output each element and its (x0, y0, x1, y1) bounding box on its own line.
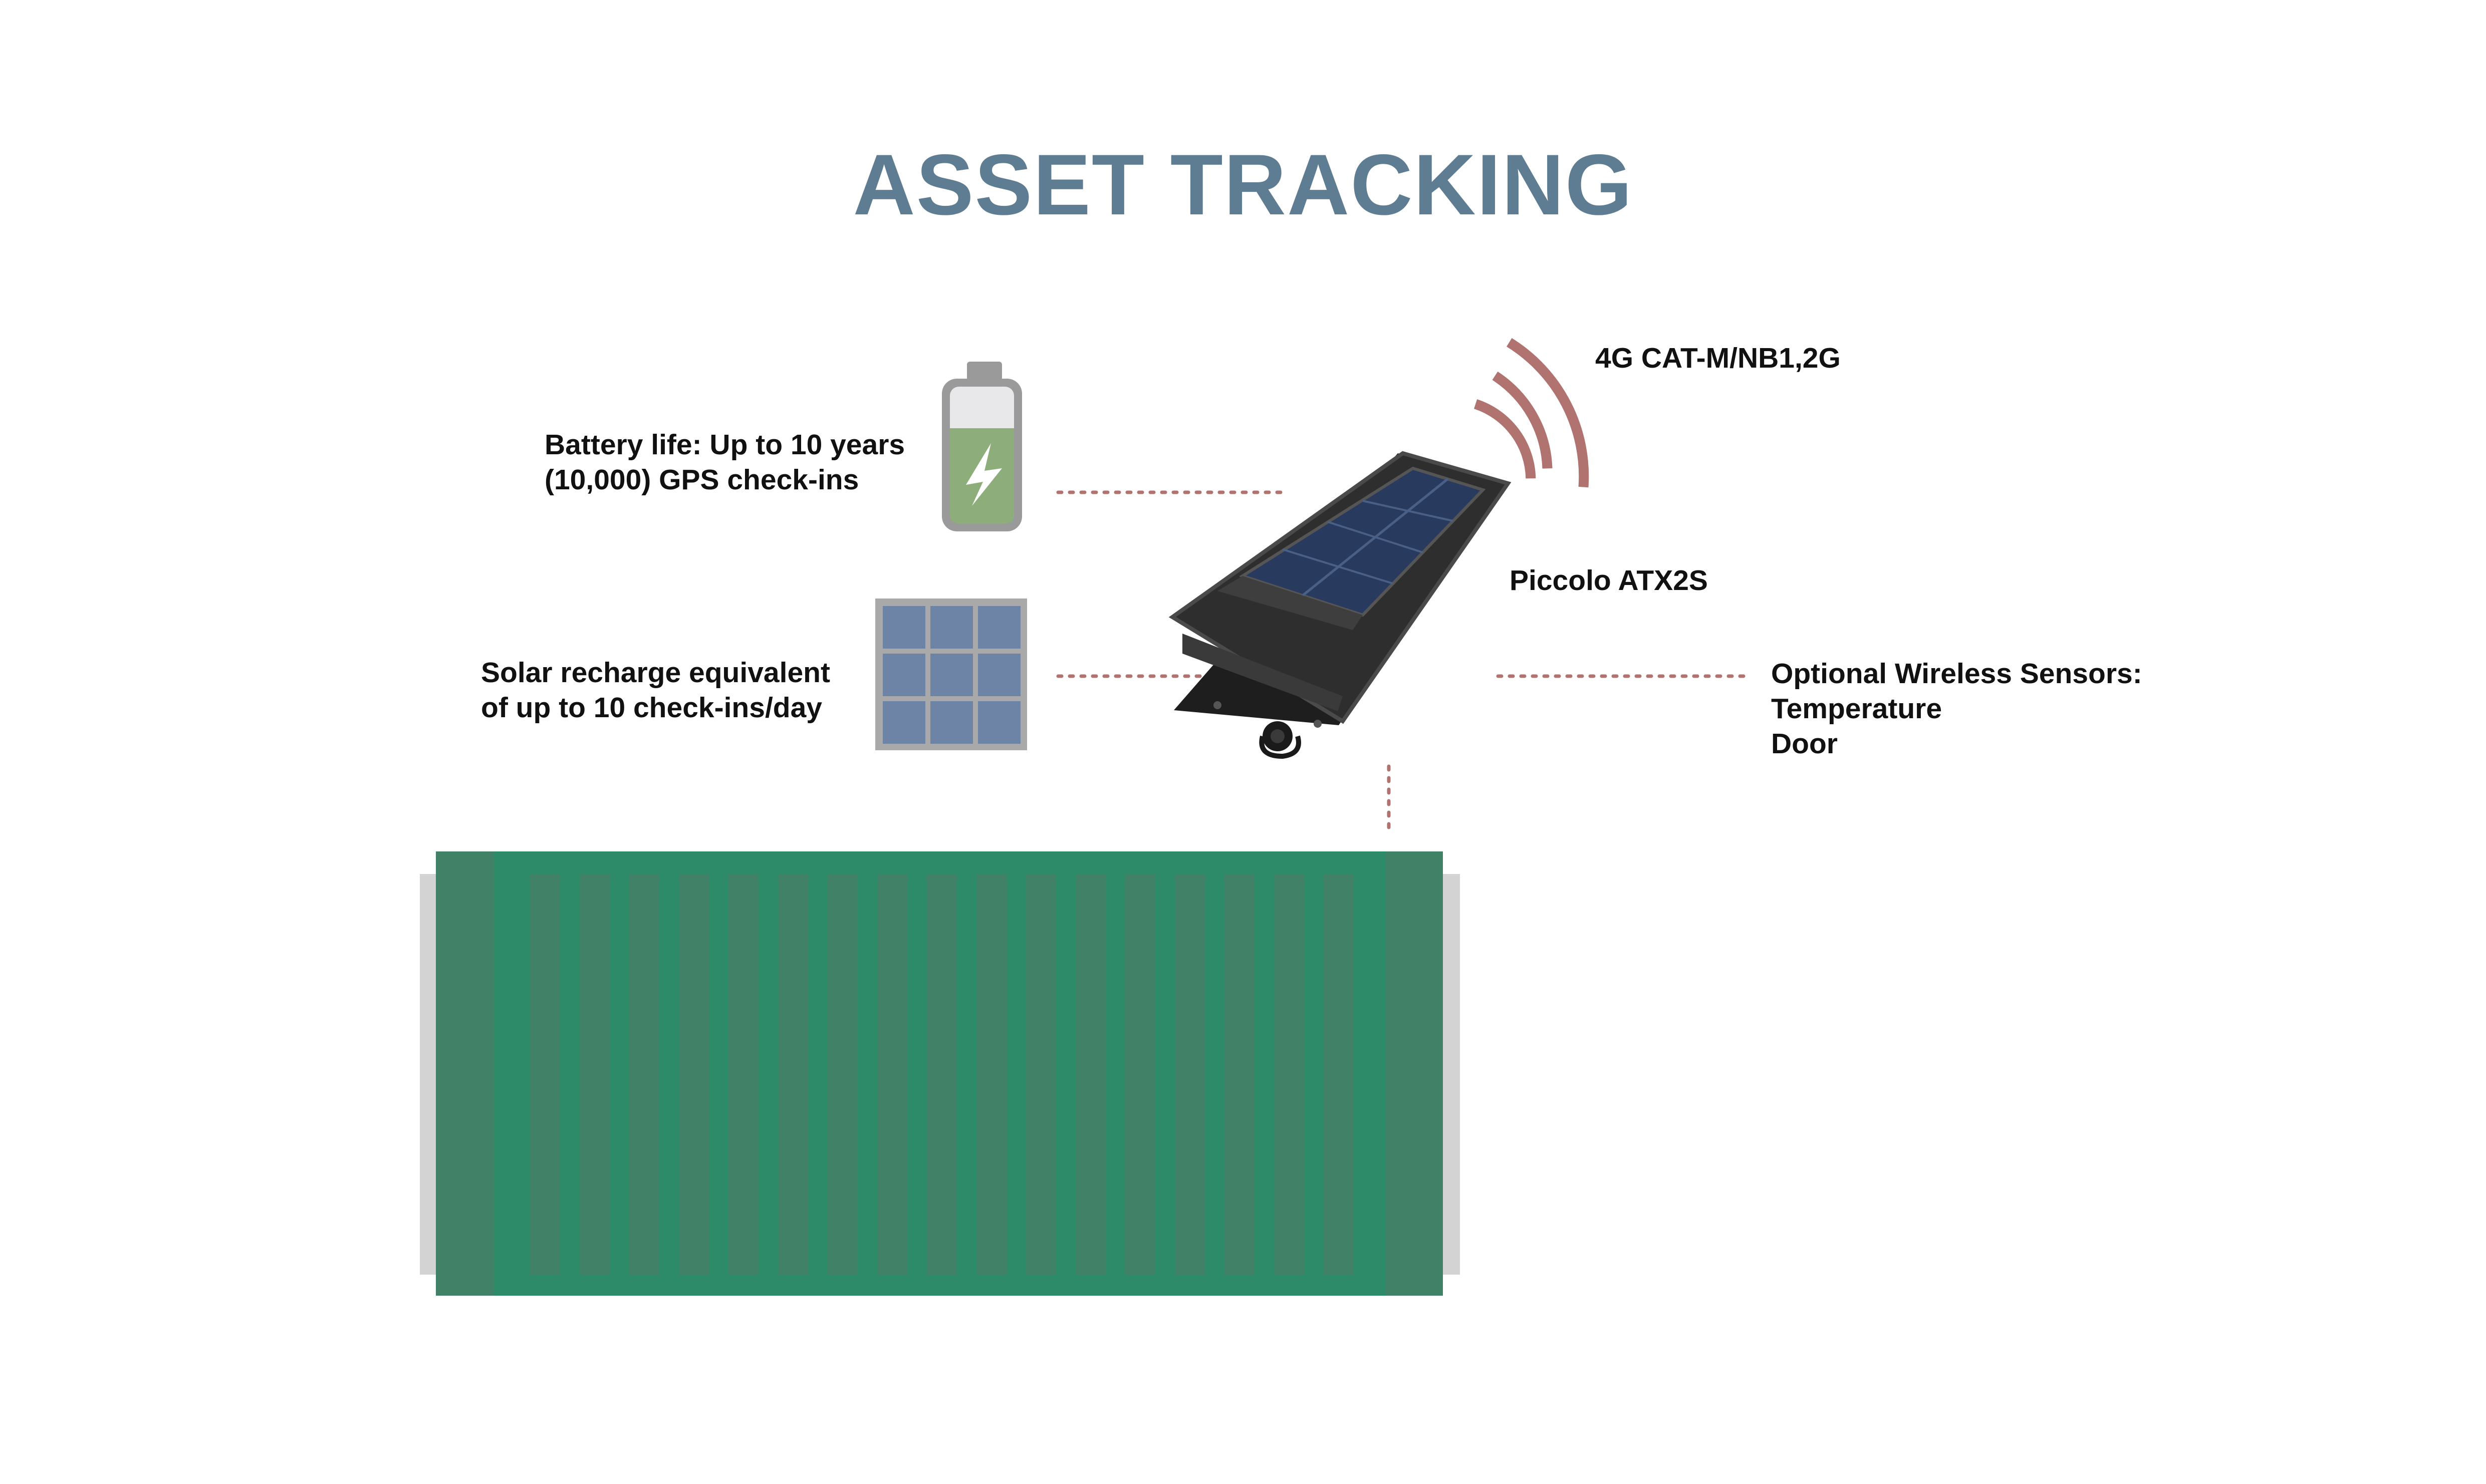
container-ridge (1026, 874, 1056, 1275)
tracker-device-icon (1168, 451, 1512, 759)
solar-cell (930, 606, 973, 649)
container-ridge (728, 874, 759, 1275)
network-label: 4G CAT-M/NB1,2G (1595, 341, 1841, 376)
solar-label: Solar recharge equivalent of up to 10 ch… (481, 655, 830, 725)
container-ridge (629, 874, 659, 1275)
solar-cell (883, 701, 925, 744)
container-ridge (778, 874, 808, 1275)
container-ridge (927, 874, 957, 1275)
container-ridge (1274, 874, 1304, 1275)
sensors-label-line-3: Door (1771, 728, 1838, 760)
sensors-label-line-1: Optional Wireless Sensors: (1771, 658, 2142, 690)
solar-cell (883, 606, 925, 649)
solar-cell (978, 701, 1021, 744)
container-ridge (1224, 874, 1255, 1275)
container-ridge (679, 874, 709, 1275)
container-ridge (1125, 874, 1155, 1275)
container-ridge (828, 874, 858, 1275)
battery-charging-icon (942, 362, 1022, 531)
battery-label-line-2: (10,000) GPS check-ins (545, 464, 859, 496)
solar-label-line-1: Solar recharge equivalent (481, 657, 830, 689)
container-ridges (530, 874, 1354, 1275)
solar-cell (930, 654, 973, 696)
solar-cell (978, 654, 1021, 696)
connector-lines (1056, 490, 1746, 837)
container-ridge (580, 874, 610, 1275)
solar-cell (978, 606, 1021, 649)
diagram-title: ASSET TRACKING (853, 137, 1633, 233)
wireless-signal-icon (1473, 338, 1589, 488)
container-ridge (1175, 874, 1205, 1275)
container-ridge (877, 874, 907, 1275)
solar-cell (930, 701, 973, 744)
device-label: Piccolo ATX2S (1510, 563, 1708, 598)
container-end-panel-left (436, 851, 493, 1296)
container-ridge (976, 874, 1007, 1275)
solar-cell (883, 654, 925, 696)
network-label-text: 4G CAT-M/NB1,2G (1595, 342, 1841, 374)
solar-label-line-2: of up to 10 check-ins/day (481, 692, 822, 724)
container-ridge (1076, 874, 1106, 1275)
container-ridge (530, 874, 560, 1275)
device-label-text: Piccolo ATX2S (1510, 564, 1708, 597)
battery-label: Battery life: Up to 10 years (10,000) GP… (545, 427, 905, 497)
container-end-panel-right (1385, 851, 1443, 1296)
battery-label-line-1: Battery life: Up to 10 years (545, 429, 905, 461)
sensors-label-line-2: Temperature (1771, 693, 1942, 725)
solar-panel-icon (875, 599, 1027, 750)
container-ridge (1324, 874, 1354, 1275)
sensors-label: Optional Wireless Sensors: Temperature D… (1771, 656, 2142, 761)
shipping-container-icon (420, 851, 1460, 1296)
